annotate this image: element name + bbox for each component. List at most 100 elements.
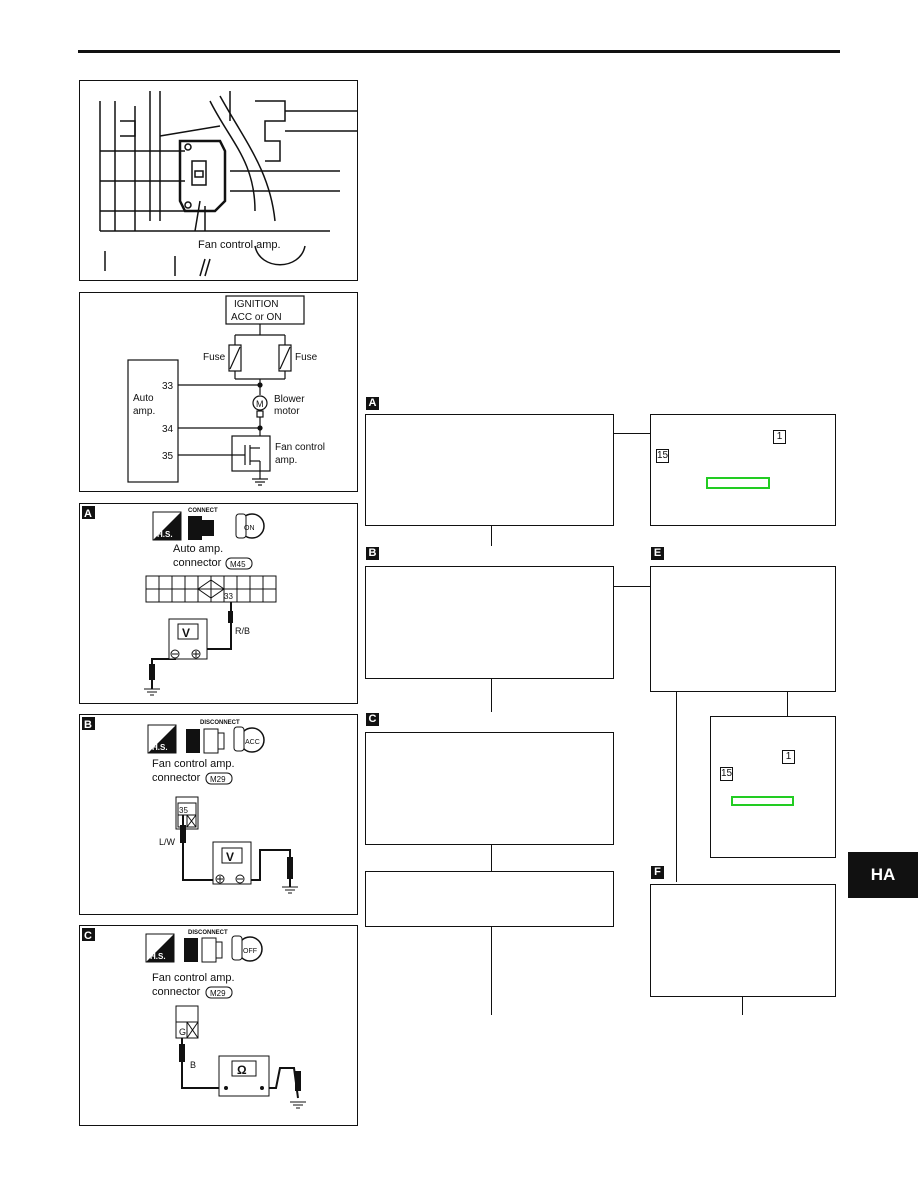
- motor-symbol: M: [256, 399, 264, 409]
- section-tab-ha: HA: [848, 852, 918, 898]
- figure-c-panel: C H.S. DISCONNECT OFF Fan control amp. c…: [79, 925, 358, 1126]
- figure-a-drawing: A H.S. CONNECT ON Auto amp. connector M4…: [82, 506, 277, 696]
- svg-text:M29: M29: [210, 989, 226, 998]
- ground-symbol: [290, 1101, 306, 1109]
- flow-tag-f: F: [651, 866, 664, 879]
- hs-icon: H.S.: [147, 724, 177, 754]
- hs-icon: H.S.: [152, 511, 182, 541]
- connector-line: [491, 927, 492, 1015]
- connector-line: [614, 433, 650, 434]
- figure-c-tag: C: [84, 930, 92, 942]
- connect-label: CONNECT: [188, 508, 218, 514]
- flow-box-d: [365, 871, 614, 927]
- flow-result-box-2: 1 15: [710, 716, 836, 858]
- pin-33-label: 33: [162, 381, 174, 392]
- fan-control-label: Fan control: [275, 442, 325, 453]
- blower-label-2: motor: [274, 406, 300, 417]
- figure-a-panel: A H.S. CONNECT ON Auto amp. connector M4…: [79, 503, 358, 704]
- ignition-key-icon: ON: [235, 513, 265, 539]
- connector-line: [491, 526, 492, 546]
- svg-text:V: V: [226, 850, 234, 864]
- svg-text:H.S.: H.S.: [152, 743, 168, 752]
- svg-text:ON: ON: [244, 525, 255, 532]
- fuse-left-label: Fuse: [203, 352, 226, 363]
- hs-icon: H.S.: [145, 933, 175, 963]
- connector-id-badge: M29: [205, 772, 233, 785]
- ref-number-15: 15: [656, 449, 669, 463]
- location-drawing: Fan control amp.: [99, 91, 357, 277]
- connector-disconnected-icon: [186, 728, 225, 754]
- voltmeter-icon: V: [212, 841, 252, 885]
- ohmmeter-icon: Ω: [218, 1055, 270, 1097]
- wire-color-label: R/B: [235, 626, 250, 636]
- pin-34-label: 34: [162, 424, 174, 435]
- connector-line: [491, 679, 492, 712]
- flow-box-e: [650, 566, 836, 692]
- svg-text:ACC: ACC: [245, 739, 260, 746]
- connector-face: [145, 575, 277, 603]
- connector-line: [742, 997, 743, 1015]
- flow-box-f: [650, 884, 836, 997]
- ignition-key-icon: ACC: [233, 726, 265, 753]
- wire-color-label: L/W: [159, 837, 176, 847]
- connector-id-badge: M45: [225, 557, 253, 570]
- connector-subtitle: connector: [152, 986, 201, 998]
- svg-text:Ω: Ω: [237, 1063, 247, 1077]
- figure-c-drawing: C H.S. DISCONNECT OFF Fan control amp. c…: [82, 928, 306, 1109]
- fan-control-label-2: amp.: [275, 455, 297, 466]
- ignition-key-icon: OFF: [231, 935, 263, 962]
- flow-tag-c: C: [366, 713, 379, 726]
- flow-tag-e: E: [651, 547, 664, 560]
- highlight-bar: [706, 477, 770, 489]
- ground-symbol: [282, 886, 298, 894]
- connector-subtitle: connector: [152, 772, 201, 784]
- ref-number-15: 15: [720, 767, 733, 781]
- pin-label: 35: [179, 806, 188, 815]
- pin-label: G: [179, 1027, 186, 1037]
- connector-line: [491, 845, 492, 871]
- pin-label: 33: [224, 592, 233, 601]
- wire-color-label: B: [190, 1060, 196, 1070]
- ground-symbol: [144, 688, 160, 696]
- header-rule: [78, 50, 840, 53]
- flow-box-b: [365, 566, 614, 679]
- connector-title: Fan control amp.: [152, 758, 235, 770]
- flow-tag-a: A: [366, 397, 379, 410]
- flow-box-a: [365, 414, 614, 526]
- highlight-bar: [731, 796, 794, 806]
- wiring-schematic-figure: IGNITION ACC or ON Fuse Fuse Auto amp. 3…: [79, 292, 358, 492]
- flow-result-box-1: 1 15: [650, 414, 836, 526]
- connector-connected-icon: [188, 516, 214, 540]
- connector-line: [676, 692, 677, 882]
- figure-b-panel: B H.S. DISCONNECT ACC Fan control amp. c…: [79, 714, 358, 915]
- figure-b-tag: B: [84, 719, 92, 731]
- svg-text:V: V: [182, 626, 190, 640]
- flow-tag-b: B: [366, 547, 379, 560]
- svg-text:OFF: OFF: [243, 948, 257, 955]
- ignition-mode-label: ACC or ON: [231, 312, 282, 323]
- connector-line: [787, 692, 788, 716]
- disconnect-label: DISCONNECT: [200, 720, 240, 726]
- connector-line: [614, 586, 650, 587]
- flow-box-c: [365, 732, 614, 845]
- connector-subtitle: connector: [173, 557, 222, 569]
- svg-text:M29: M29: [210, 775, 226, 784]
- connector-face: [175, 1005, 199, 1039]
- auto-amp-label-2: amp.: [133, 406, 155, 417]
- svg-text:H.S.: H.S.: [157, 530, 173, 539]
- fan-amp-callout: Fan control amp.: [198, 239, 281, 251]
- auto-amp-label: Auto: [133, 393, 154, 404]
- connector-face: [175, 796, 199, 830]
- connector-disconnected-icon: [184, 937, 223, 963]
- ref-number-1: 1: [782, 750, 795, 764]
- disconnect-label: DISCONNECT: [188, 930, 228, 936]
- blower-label: Blower: [274, 394, 305, 405]
- figure-a-tag: A: [84, 508, 92, 520]
- svg-text:M45: M45: [230, 560, 246, 569]
- ignition-label: IGNITION: [234, 299, 278, 310]
- figure-b-drawing: B H.S. DISCONNECT ACC Fan control amp. c…: [82, 717, 298, 894]
- connector-title: Auto amp.: [173, 543, 223, 555]
- ref-number-1: 1: [773, 430, 786, 444]
- pin-35-label: 35: [162, 451, 174, 462]
- connector-id-badge: M29: [205, 986, 233, 999]
